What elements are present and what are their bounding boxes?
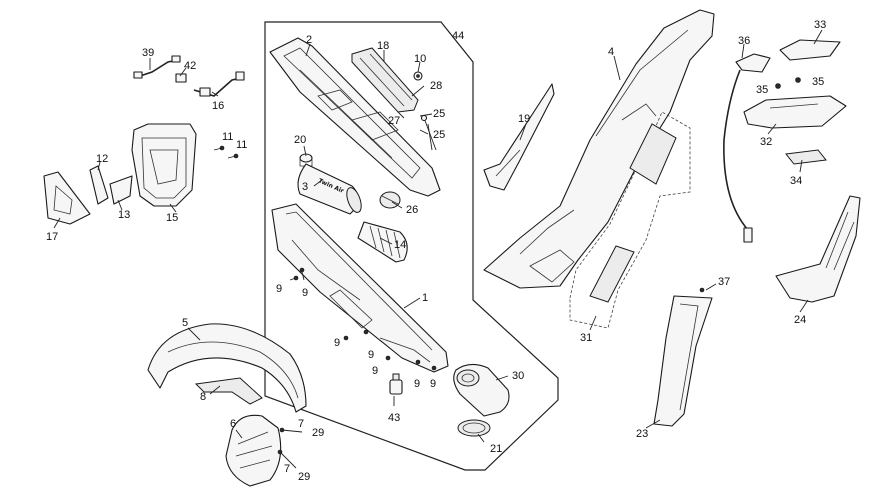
screw-35-set[interactable]: [775, 77, 801, 89]
callout-28: 28: [430, 80, 442, 92]
airbox-assembly-frame: [264, 21, 559, 471]
callout-42: 42: [184, 60, 196, 72]
rear-mudguard-strip-part[interactable]: [653, 295, 713, 427]
screw-9-set[interactable]: [289, 267, 437, 371]
disc-guard-part[interactable]: [225, 414, 282, 487]
bolt-25-lower-part[interactable]: [427, 123, 433, 151]
callout-9a: 9: [276, 283, 282, 295]
airbox-lid-part[interactable]: [269, 37, 441, 197]
callout-39: 39: [142, 47, 154, 59]
callout-29b: 29: [298, 471, 310, 483]
callout-29a: 29: [312, 427, 324, 439]
callout-35a: 35: [756, 84, 768, 96]
callout-27: 27: [388, 115, 400, 127]
callout-13: 13: [118, 209, 130, 221]
callout-21: 21: [490, 443, 502, 455]
taillight-bracket-34-part[interactable]: [785, 149, 827, 165]
callout-2: 2: [306, 34, 312, 46]
side-reflector-13-part[interactable]: [109, 175, 133, 205]
callout-3: 3: [302, 181, 308, 193]
callout-labels: 2 18 44 10 28 25 27 25 20 3 26 14 9 9 1 …: [46, 19, 826, 483]
callout-9c: 9: [334, 337, 340, 349]
callout-30: 30: [512, 370, 524, 382]
airbox-base-part[interactable]: [271, 203, 449, 373]
callout-leaders: [53, 29, 823, 443]
callout-11a: 11: [222, 131, 233, 143]
frame-guard-24-part[interactable]: [775, 195, 861, 303]
callout-11b: 11: [236, 139, 247, 151]
callout-5: 5: [182, 317, 188, 329]
callout-9f: 9: [414, 378, 420, 390]
callout-24: 24: [794, 314, 806, 326]
callout-15: 15: [166, 212, 178, 224]
callout-6: 6: [230, 418, 236, 430]
air-filter-part[interactable]: Twin Air: [297, 163, 364, 215]
callout-4: 4: [608, 46, 614, 58]
callout-12: 12: [96, 153, 108, 165]
callout-20: 20: [294, 134, 306, 146]
taillight-cable-part[interactable]: [723, 69, 753, 243]
callout-7b: 7: [284, 463, 290, 475]
front-fender-part[interactable]: [147, 323, 307, 413]
callout-35b: 35: [812, 76, 824, 88]
callout-26: 26: [406, 204, 418, 216]
callout-10: 10: [414, 53, 426, 65]
screw-7-29-set[interactable]: [277, 427, 303, 469]
filter-cage-part[interactable]: [351, 47, 419, 113]
callout-44: 44: [452, 30, 464, 42]
intake-boot-part[interactable]: [453, 363, 510, 417]
callout-34: 34: [790, 175, 802, 187]
callout-16: 16: [212, 100, 224, 112]
callout-9b: 9: [302, 287, 308, 299]
callout-18: 18: [377, 40, 389, 52]
decal-sheet-part[interactable]: [569, 111, 691, 329]
fender-bracket-part[interactable]: [194, 377, 263, 405]
number-plate-17-part[interactable]: [43, 171, 91, 225]
drain-plug-part[interactable]: [389, 373, 403, 395]
callout-19: 19: [518, 113, 530, 125]
callout-36: 36: [738, 35, 750, 47]
callout-17: 17: [46, 231, 58, 243]
callout-33: 33: [814, 19, 826, 31]
wiring-harness-part[interactable]: [133, 55, 245, 97]
rear-side-panel-part[interactable]: [483, 9, 715, 289]
hose-clamp-part[interactable]: [457, 419, 491, 437]
filter-clamp-part[interactable]: [379, 191, 401, 209]
callout-9d: 9: [368, 349, 374, 361]
callout-23: 23: [636, 428, 648, 440]
callout-25a: 25: [433, 108, 445, 120]
callout-9g: 9: [430, 378, 436, 390]
taillight-housing-part[interactable]: [735, 53, 847, 129]
callout-43: 43: [388, 412, 400, 424]
callout-31: 31: [580, 332, 592, 344]
callout-7a: 7: [298, 418, 304, 430]
callout-32: 32: [760, 136, 772, 148]
screw-10-part[interactable]: [413, 71, 423, 81]
screw-11-set[interactable]: [213, 145, 239, 159]
headlight-mask-part[interactable]: [131, 123, 197, 207]
side-reflector-12-part[interactable]: [89, 165, 109, 205]
side-cover-19-part[interactable]: [483, 83, 555, 191]
screw-37-part[interactable]: [699, 287, 705, 293]
intake-cone-part[interactable]: [357, 221, 408, 263]
taillight-lens-33-part[interactable]: [779, 39, 841, 61]
callout-8: 8: [200, 391, 206, 403]
callout-37: 37: [718, 276, 730, 288]
callout-9e: 9: [372, 365, 378, 377]
callout-14: 14: [394, 239, 406, 251]
callout-25b: 25: [433, 129, 445, 141]
callout-1: 1: [422, 292, 428, 304]
